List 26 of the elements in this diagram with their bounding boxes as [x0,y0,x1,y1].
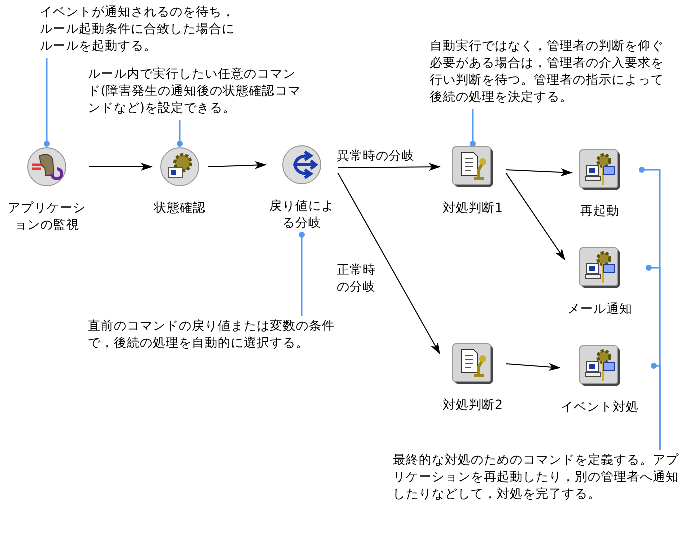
arrow [506,168,573,176]
note-text: イベントが通知されるのを待ち，ルール起動条件に合致した場合にルールを起動する。 [40,4,236,55]
leader-line [299,232,305,316]
node-label: 状態確認 [154,200,206,217]
note-text: ルール内で実行したい任意のコマンド(障害発生の通知後の状態確認コマンドなど)を設定できる。 [88,66,302,117]
edge-label: 異常時の分岐 [337,148,415,165]
arrow [208,161,267,170]
leader-line [177,120,183,147]
note-text: 自動実行ではなく，管理者の判断を仰ぐ必要がある場合は，管理者の介入要求を行い判断を待つ。管理者の指示によって後続の処理を決定する。 [430,38,665,106]
node-label: 対処判断2 [443,397,503,414]
node-label: 戻り値による分岐 [268,198,336,232]
note-text: 直前のコマンドの戻り値または変数の条件で，後続の処理を自動的に選択する。 [88,318,336,352]
node-label: 再起動 [580,203,620,220]
note-text: 最終的な対処のためのコマンドを定義する。アプリケーションを再起動したり，別の管理者へ通知したりなどして，対処を完了する。 [393,452,680,503]
arrow [88,163,153,171]
leader-line [470,109,476,147]
node-label: 対処判断1 [443,200,503,217]
node-label: イベント対処 [561,399,639,416]
arrow [506,172,566,261]
arrow [338,172,440,355]
leader-line [651,363,661,450]
leader-line [44,58,50,147]
node-label: メール通知 [568,301,632,318]
arrow [338,163,441,172]
node-label: アプリケーションの監視 [7,200,87,234]
arrow [506,363,561,372]
